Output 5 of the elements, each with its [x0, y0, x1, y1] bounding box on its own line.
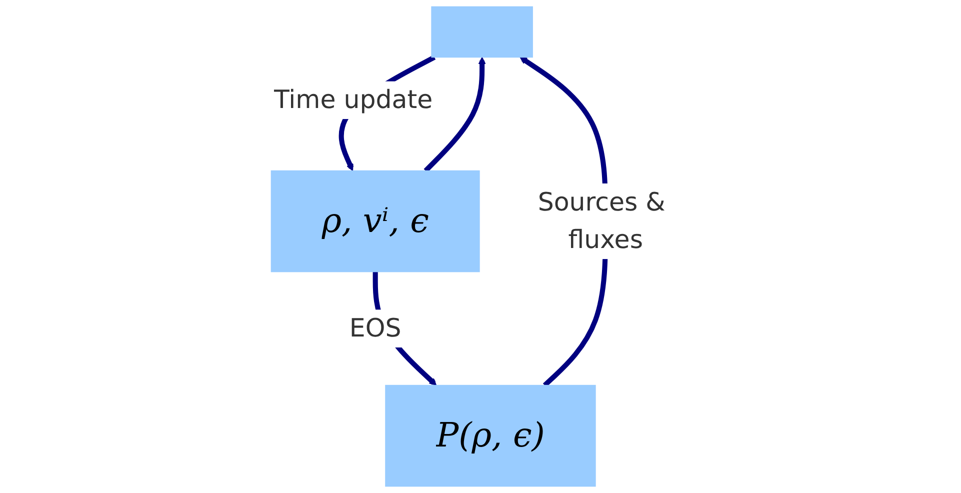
- edge-label: Time update: [274, 85, 433, 115]
- edge-label: EOS: [349, 314, 402, 344]
- node-box: [431, 6, 533, 58]
- edge-label: Sources & fluxes: [538, 188, 666, 255]
- arrow: [424, 56, 486, 173]
